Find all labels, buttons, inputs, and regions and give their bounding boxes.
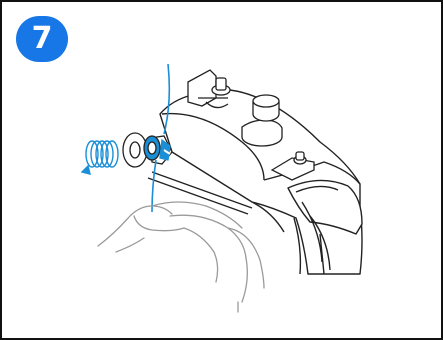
rotation-arrow-icon — [82, 141, 118, 174]
hand — [98, 202, 264, 312]
bobbin-winder-spool — [123, 133, 172, 167]
